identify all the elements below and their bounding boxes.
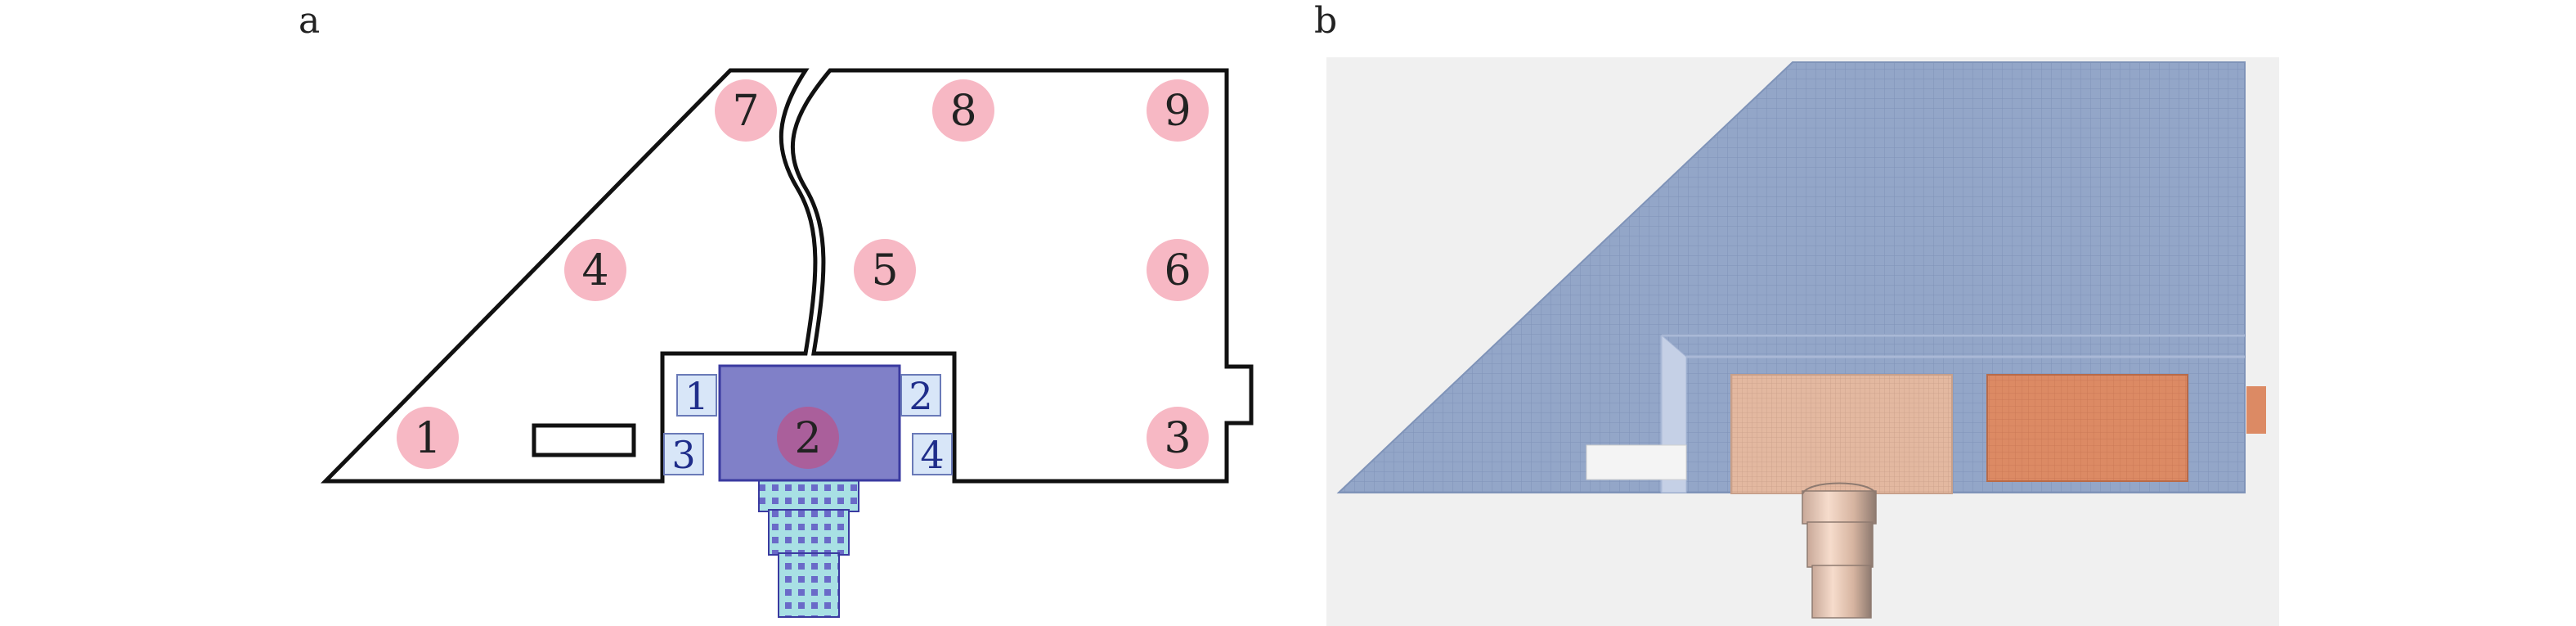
panel-a-schematic: 1 2 3 4 1 2 3 4 5 6 7 8 9 [321,68,1254,618]
panel-b-mesh-model [1326,57,2279,626]
sensor-3-label: 3 [671,433,695,477]
sensor-1-label: 1 [684,374,708,418]
mesh-cylinder-lip [1802,482,1877,495]
sensor-2-box [900,374,941,417]
marker-6-label: 6 [1164,246,1191,295]
pedestal-middle [768,509,850,556]
marker-2-label: 2 [794,414,821,463]
sensor-3-box [663,433,704,475]
marker-7-circle [715,79,777,142]
mesh-copper-block [1986,374,2188,482]
slot-rect [532,423,636,457]
marker-7-label: 7 [732,87,759,136]
mesh-cylinder-bottom [1811,565,1872,619]
mesh-cylinder-top [1802,490,1877,525]
marker-8-label: 8 [949,87,976,136]
marker-5-circle [854,239,916,301]
sensor-2-label: 2 [909,374,932,418]
pedestal-lower [778,552,840,618]
left-body-outline [321,68,818,484]
sensor-1-box [676,374,717,417]
marker-4-label: 4 [581,246,608,295]
marker-9-label: 9 [1164,87,1191,136]
marker-4-circle [564,239,626,301]
mesh-slot [1586,444,1687,480]
marker-3-label: 3 [1164,414,1191,463]
marker-8-circle [932,79,994,142]
marker-5-label: 5 [871,246,898,295]
sensor-4-label: 4 [920,433,944,477]
marker-6-circle [1147,239,1209,301]
marker-1-circle [397,407,459,469]
panel-b-label: b [1314,0,1338,42]
panel-a-label: a [298,0,321,42]
marker-1-label: 1 [414,414,441,463]
mesh-side-tab [2246,386,2266,434]
marker-3-circle [1147,407,1209,469]
sensor-4-box [912,433,953,475]
right-body-outline [790,68,1254,484]
pedestal-upper [758,478,859,512]
marker-2-circle [777,407,839,469]
mesh-central-block [1730,374,1953,494]
marker-9-circle [1147,79,1209,142]
mesh-cylinder-mid [1806,521,1874,568]
